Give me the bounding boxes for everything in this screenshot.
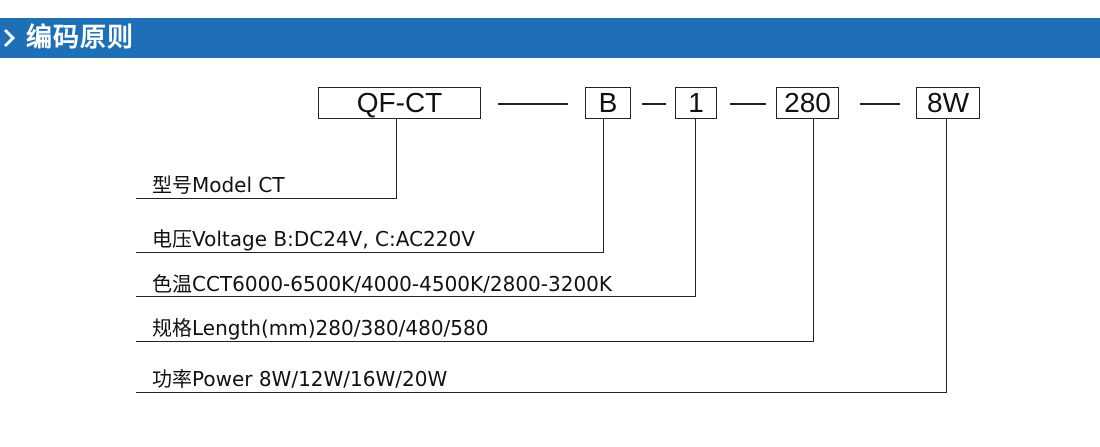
code-box-power: 8W — [916, 87, 980, 119]
connector-vertical-cct — [695, 119, 697, 297]
connector-horizontal-voltage — [136, 252, 604, 254]
separator-dash — [642, 103, 666, 105]
code-segment-length: 280 — [784, 87, 831, 118]
connector-horizontal-cct — [136, 296, 696, 298]
code-segment-model: QF-CT — [356, 87, 443, 118]
description-power: 功率Power 8W/12W/16W/20W — [152, 367, 448, 391]
description-length: 规格Length(mm)280/380/480/580 — [152, 316, 489, 340]
code-box-voltage: B — [585, 87, 631, 119]
code-box-length: 280 — [776, 87, 839, 119]
code-box-model: QF-CT — [318, 87, 481, 119]
code-segment-voltage: B — [598, 87, 618, 118]
connector-vertical-voltage — [603, 119, 605, 253]
connector-vertical-model — [396, 119, 398, 199]
connector-vertical-power — [946, 119, 948, 393]
code-segment-power: 8W — [927, 87, 969, 118]
connector-horizontal-power — [136, 392, 947, 394]
section-header-bar: 编码原则 — [0, 18, 1100, 58]
separator-dash — [730, 103, 766, 105]
description-model: 型号Model CT — [152, 173, 285, 197]
connector-horizontal-model — [136, 198, 397, 200]
separator-dash — [860, 103, 900, 105]
connector-vertical-length — [813, 119, 815, 342]
chevron-right-icon — [3, 28, 15, 48]
description-cct: 色温CCT6000-6500K/4000-4500K/2800-3200K — [152, 272, 613, 296]
description-voltage: 电压Voltage B:DC24V, C:AC220V — [152, 227, 475, 251]
separator-dash — [498, 103, 568, 105]
code-box-cct: 1 — [675, 87, 717, 119]
section-title: 编码原则 — [26, 23, 135, 53]
code-segment-cct: 1 — [688, 87, 704, 118]
connector-horizontal-length — [136, 341, 814, 343]
